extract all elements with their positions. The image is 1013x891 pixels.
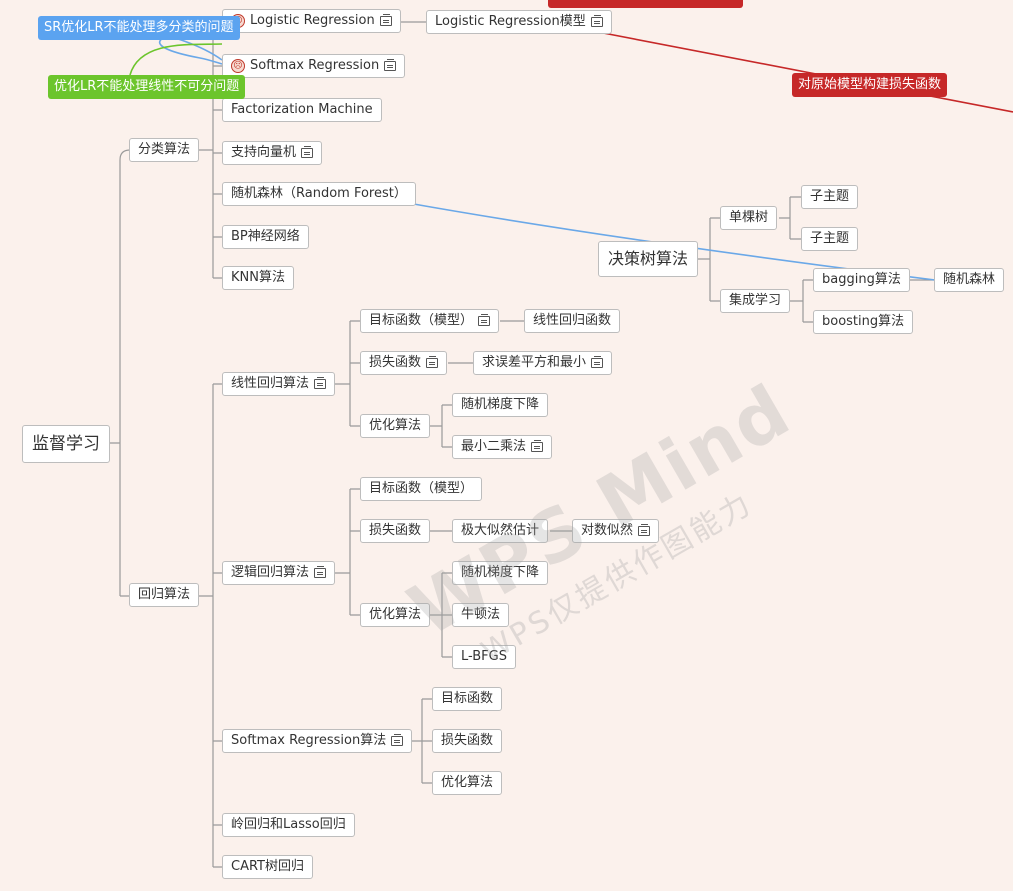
note-icon[interactable] [391, 734, 404, 746]
item-factorization-machine[interactable]: Factorization Machine [222, 98, 382, 122]
item-bp-network[interactable]: BP神经网络 [222, 225, 309, 249]
note-icon[interactable] [379, 14, 392, 26]
log-optim-node[interactable]: 优化算法 [360, 603, 431, 627]
note-icon[interactable] [531, 440, 544, 452]
log-lbfgs-node[interactable]: L-BFGS [452, 645, 516, 669]
sm-loss-node[interactable]: 损失函数 [432, 729, 503, 753]
note-icon[interactable] [638, 524, 651, 536]
lr-model-node[interactable]: Logistic Regression模型 [426, 10, 612, 34]
item-knn[interactable]: KNN算法 [222, 266, 294, 290]
bagging-node[interactable]: bagging算法 [813, 268, 910, 292]
logistic-regression-node[interactable]: 逻辑回归算法 [222, 561, 336, 585]
tag-linear-issue[interactable]: 优化LR不能处理线性不可分问题 [48, 75, 246, 99]
ensemble-node[interactable]: 集成学习 [720, 289, 791, 313]
subtopic-node[interactable]: 子主题 [801, 227, 859, 251]
decision-tree-node[interactable]: 决策树算法 [598, 241, 699, 277]
item-random-forest[interactable]: 随机森林（Random Forest） [222, 182, 416, 206]
category-classification[interactable]: 分类算法 [129, 138, 200, 162]
linear-regression-node[interactable]: 线性回归算法 [222, 372, 336, 396]
cart-regression-node[interactable]: CART树回归 [222, 855, 313, 879]
log-loglikelihood-node[interactable]: 对数似然 [572, 519, 660, 543]
tag-sr-issue[interactable]: SR优化LR不能处理多分类的问题 [38, 16, 240, 40]
lin-objective-node[interactable]: 目标函数（模型） [360, 309, 500, 333]
lin-optim-node[interactable]: 优化算法 [360, 414, 431, 438]
random-forest-node[interactable]: 随机森林 [934, 268, 1005, 292]
note-icon[interactable] [590, 15, 603, 27]
note-icon[interactable] [314, 566, 327, 578]
log-sgd-node[interactable]: 随机梯度下降 [452, 561, 549, 585]
log-newton-node[interactable]: 牛顿法 [452, 603, 510, 627]
ridge-lasso-node[interactable]: 岭回归和Lasso回归 [222, 813, 355, 837]
single-tree-node[interactable]: 单棵树 [720, 206, 778, 230]
note-icon[interactable] [591, 356, 604, 368]
sm-objective-node[interactable]: 目标函数 [432, 687, 503, 711]
lin-objective-child-node[interactable]: 线性回归函数 [524, 309, 621, 333]
softmax-regression-node[interactable]: Softmax Regression算法 [222, 729, 413, 753]
subtopic-node[interactable]: 子主题 [801, 185, 859, 209]
lin-sgd-node[interactable]: 随机梯度下降 [452, 393, 549, 417]
lin-least-squares-node[interactable]: 最小二乘法 [452, 435, 553, 459]
top-red-tag [548, 0, 743, 8]
note-icon[interactable] [384, 59, 397, 71]
note-icon[interactable] [426, 356, 439, 368]
root-node-supervised-learning[interactable]: 监督学习 [22, 425, 110, 463]
category-regression[interactable]: 回归算法 [129, 583, 200, 607]
log-mle-node[interactable]: 极大似然估计 [452, 519, 549, 543]
lin-loss-child-node[interactable]: 求误差平方和最小 [473, 351, 613, 375]
item-svm[interactable]: 支持向量机 [222, 141, 323, 165]
item-softmax-regression[interactable]: ☹ Softmax Regression [222, 54, 406, 78]
log-loss-node[interactable]: 损失函数 [360, 519, 431, 543]
note-icon[interactable] [301, 146, 314, 158]
sm-optim-node[interactable]: 优化算法 [432, 771, 503, 795]
note-icon[interactable] [478, 314, 491, 326]
sad-face-icon: ☹ [231, 59, 245, 73]
note-icon[interactable] [314, 377, 327, 389]
log-objective-node[interactable]: 目标函数（模型） [360, 477, 483, 501]
root-label: 监督学习 [32, 434, 100, 454]
lin-loss-node[interactable]: 损失函数 [360, 351, 448, 375]
boosting-node[interactable]: boosting算法 [813, 310, 914, 334]
item-logistic-regression[interactable]: ☹ Logistic Regression [222, 9, 401, 33]
tag-loss-function[interactable]: 对原始模型构建损失函数 [792, 73, 948, 97]
